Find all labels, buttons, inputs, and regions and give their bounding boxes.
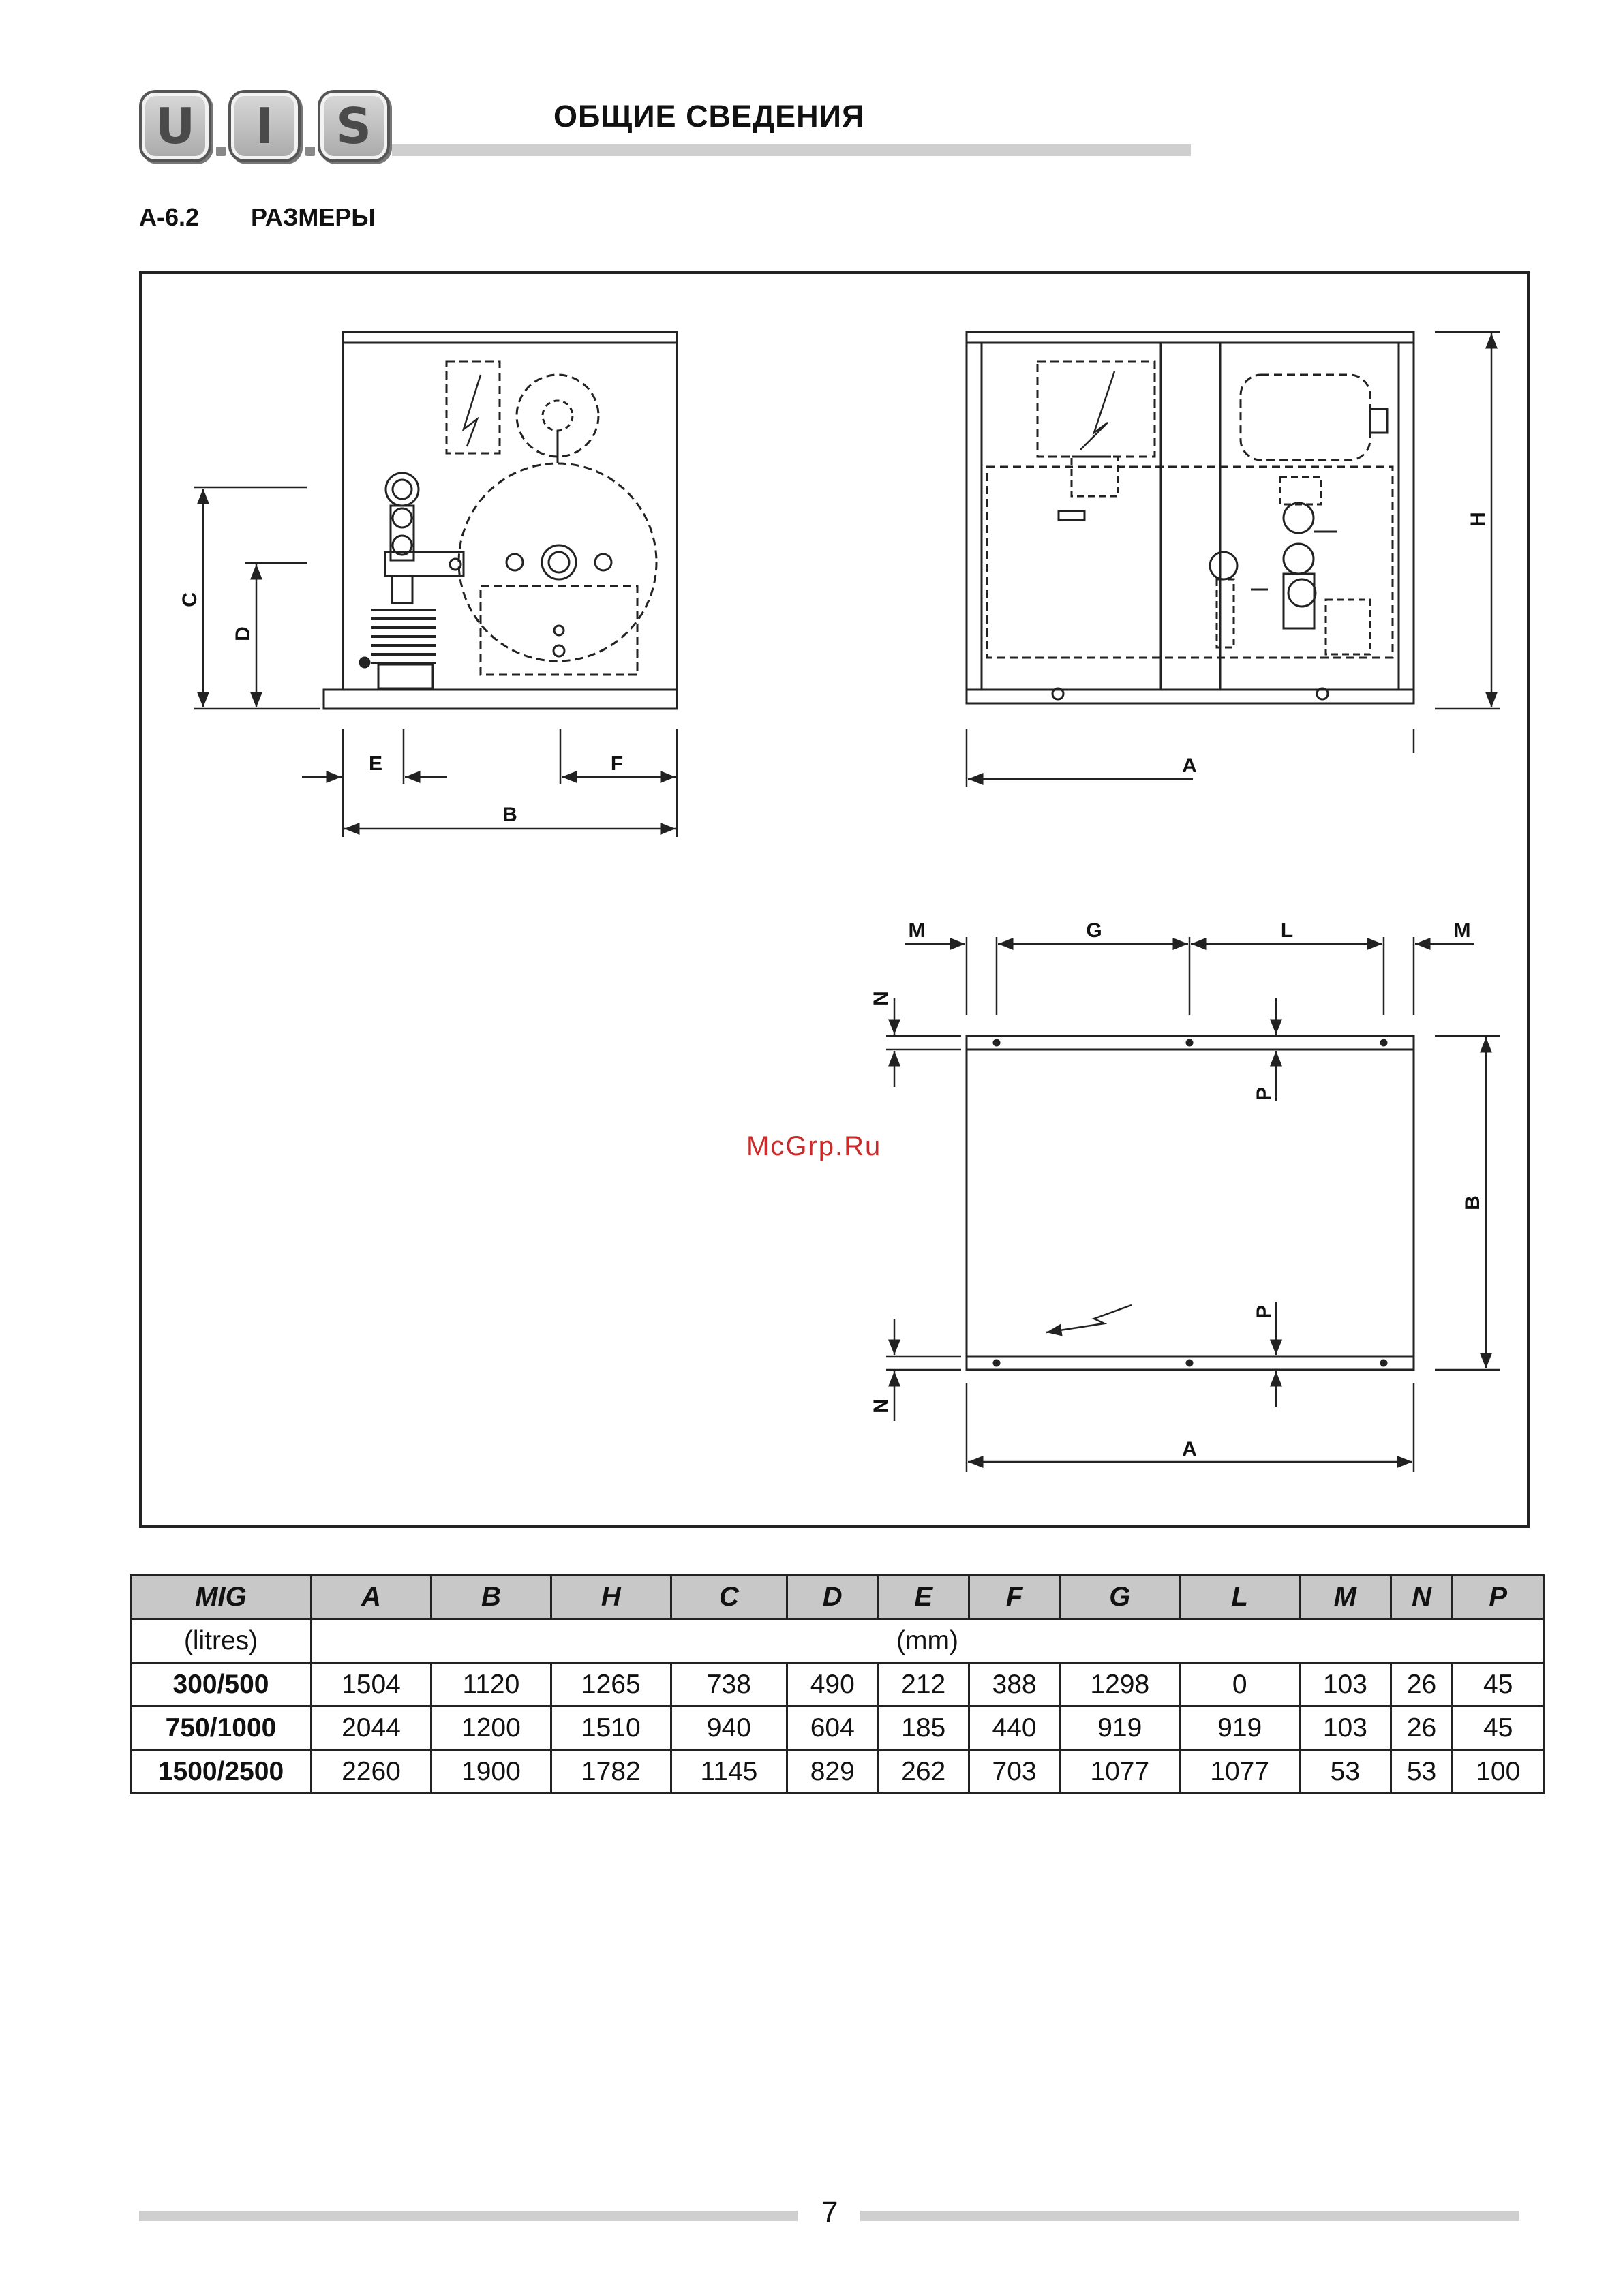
table-cell: 103 bbox=[1300, 1663, 1391, 1706]
col-header: P bbox=[1453, 1576, 1544, 1619]
label-c: C bbox=[179, 592, 201, 607]
table-cell: 919 bbox=[1180, 1706, 1300, 1750]
col-header: E bbox=[878, 1576, 969, 1619]
watermark: McGrp.Ru bbox=[746, 1131, 881, 1162]
table-cell: 53 bbox=[1391, 1750, 1453, 1794]
table-cell: 45 bbox=[1453, 1706, 1544, 1750]
table-cell: 1782 bbox=[551, 1750, 671, 1794]
table-cell: 26 bbox=[1391, 1706, 1453, 1750]
label-p-bottom: P bbox=[1253, 1305, 1275, 1319]
label-m-right: M bbox=[1454, 919, 1471, 942]
technical-drawing: C D E F B H A M G L M N P B P N A bbox=[0, 0, 1623, 1533]
label-b-side: B bbox=[502, 803, 517, 826]
table-row: 300/500 1504 1120 1265 738 490 212 388 1… bbox=[131, 1663, 1544, 1706]
col-header: F bbox=[969, 1576, 1059, 1619]
table-header-row: MIG A B H C D E F G L M N P bbox=[131, 1576, 1544, 1619]
table-cell: 26 bbox=[1391, 1663, 1453, 1706]
table-cell: 2044 bbox=[312, 1706, 431, 1750]
model-cell: 300/500 bbox=[131, 1663, 312, 1706]
table-cell: 1900 bbox=[431, 1750, 551, 1794]
table-cell: 103 bbox=[1300, 1706, 1391, 1750]
col-header: N bbox=[1391, 1576, 1453, 1619]
label-f: F bbox=[611, 752, 623, 775]
label-h: H bbox=[1467, 512, 1489, 527]
dim-c-d bbox=[194, 487, 320, 709]
label-n-bottom: N bbox=[870, 1398, 892, 1413]
col-header: B bbox=[431, 1576, 551, 1619]
label-a-front: A bbox=[1182, 754, 1197, 777]
table-cell: 100 bbox=[1453, 1750, 1544, 1794]
table-cell: 53 bbox=[1300, 1750, 1391, 1794]
dim-n-p-b-a bbox=[886, 998, 1500, 1472]
table-cell: 45 bbox=[1453, 1663, 1544, 1706]
table-cell: 262 bbox=[878, 1750, 969, 1794]
side-view bbox=[324, 332, 677, 709]
label-l: L bbox=[1281, 919, 1293, 942]
label-n-top: N bbox=[870, 991, 892, 1006]
table-row: 1500/2500 2260 1900 1782 1145 829 262 70… bbox=[131, 1750, 1544, 1794]
table-cell: 1265 bbox=[551, 1663, 671, 1706]
label-a-top: A bbox=[1182, 1438, 1197, 1460]
table-cell: 388 bbox=[969, 1663, 1059, 1706]
label-m-left: M bbox=[909, 919, 926, 942]
table-cell: 1077 bbox=[1060, 1750, 1180, 1794]
table-cell: 738 bbox=[671, 1663, 787, 1706]
table-cell: 0 bbox=[1180, 1663, 1300, 1706]
col-header: D bbox=[787, 1576, 878, 1619]
table-row: 750/1000 2044 1200 1510 940 604 185 440 … bbox=[131, 1706, 1544, 1750]
table-cell: 440 bbox=[969, 1706, 1059, 1750]
dimensions-table: MIG A B H C D E F G L M N P (litres) (mm… bbox=[130, 1574, 1545, 1794]
top-view bbox=[967, 1036, 1414, 1370]
table-cell: 490 bbox=[787, 1663, 878, 1706]
table-cell: 2260 bbox=[312, 1750, 431, 1794]
table-cell: 604 bbox=[787, 1706, 878, 1750]
table-cell: 703 bbox=[969, 1750, 1059, 1794]
dim-h-a-front bbox=[967, 332, 1500, 787]
label-d: D bbox=[232, 626, 254, 641]
col-header: C bbox=[671, 1576, 787, 1619]
unit-label: (litres) bbox=[131, 1619, 312, 1663]
footer-rule-left bbox=[139, 2211, 798, 2221]
model-cell: 1500/2500 bbox=[131, 1750, 312, 1794]
table-cell: 919 bbox=[1060, 1706, 1180, 1750]
table-cell: 185 bbox=[878, 1706, 969, 1750]
page-number: 7 bbox=[821, 2196, 838, 2230]
dim-e-f-b bbox=[302, 729, 677, 837]
unit-value: (mm) bbox=[312, 1619, 1544, 1663]
label-g: G bbox=[1086, 919, 1102, 942]
col-header: G bbox=[1060, 1576, 1180, 1619]
col-header: H bbox=[551, 1576, 671, 1619]
col-header: A bbox=[312, 1576, 431, 1619]
table-cell: 1510 bbox=[551, 1706, 671, 1750]
dim-m-g-l bbox=[905, 937, 1474, 1015]
col-header: MIG bbox=[131, 1576, 312, 1619]
table-cell: 829 bbox=[787, 1750, 878, 1794]
footer-rule-right bbox=[860, 2211, 1519, 2221]
col-header: L bbox=[1180, 1576, 1300, 1619]
table-cell: 940 bbox=[671, 1706, 787, 1750]
label-p-top: P bbox=[1253, 1087, 1275, 1101]
table-cell: 1504 bbox=[312, 1663, 431, 1706]
label-b-top: B bbox=[1461, 1195, 1484, 1210]
table-cell: 1077 bbox=[1180, 1750, 1300, 1794]
table-cell: 1120 bbox=[431, 1663, 551, 1706]
table-unit-row: (litres) (mm) bbox=[131, 1619, 1544, 1663]
table-cell: 1145 bbox=[671, 1750, 787, 1794]
front-view bbox=[967, 332, 1414, 703]
table-cell: 1298 bbox=[1060, 1663, 1180, 1706]
model-cell: 750/1000 bbox=[131, 1706, 312, 1750]
table-cell: 1200 bbox=[431, 1706, 551, 1750]
label-e: E bbox=[369, 752, 382, 775]
table-cell: 212 bbox=[878, 1663, 969, 1706]
col-header: M bbox=[1300, 1576, 1391, 1619]
